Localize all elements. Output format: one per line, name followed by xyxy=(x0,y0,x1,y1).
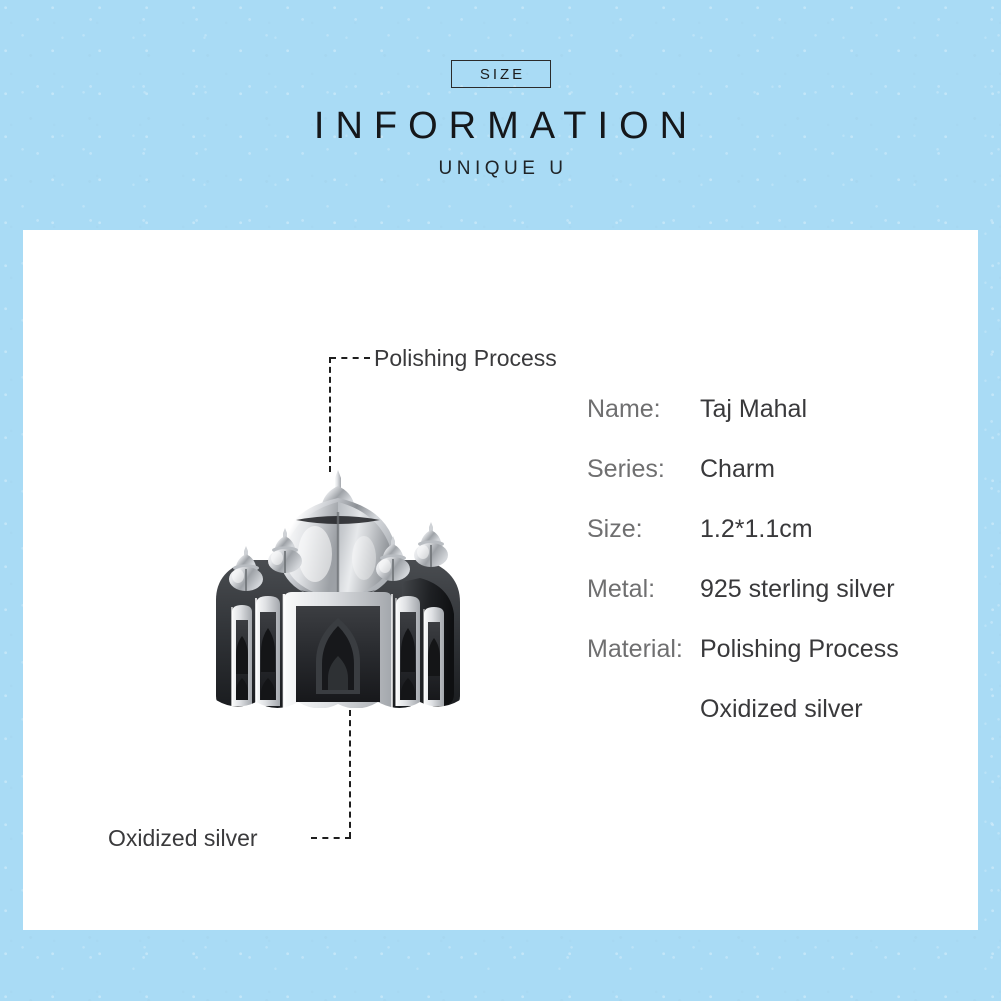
spec-value-size: 1.2*1.1cm xyxy=(700,515,813,543)
spec-row-metal: Metal: 925 sterling silver xyxy=(587,575,899,635)
spec-row-name: Name: Taj Mahal xyxy=(587,395,899,455)
spec-label-metal: Metal: xyxy=(587,575,656,603)
callout-top-leader-horizontal xyxy=(330,357,370,359)
spec-value-series: Charm xyxy=(700,455,776,483)
spec-value-name: Taj Mahal xyxy=(700,395,807,423)
spec-value-material: Polishing Process xyxy=(700,635,899,663)
page-subtitle: UNIQUE U xyxy=(438,158,568,179)
info-card: Polishing Process Oxidized silver Name: … xyxy=(23,230,978,930)
page-title: INFORMATION xyxy=(313,105,699,147)
spec-label-name: Name: xyxy=(587,395,661,423)
callout-bottom-leader-horizontal xyxy=(311,837,351,839)
charm-minaret-far-right xyxy=(414,522,448,567)
callout-polishing-process-label: Polishing Process xyxy=(374,345,557,371)
spec-row-series: Series: Charm xyxy=(587,455,899,515)
spec-row-material-continued: Oxidized silver xyxy=(587,695,899,755)
spec-value-metal: 925 sterling silver xyxy=(700,575,895,603)
spec-label-size: Size: xyxy=(587,515,643,543)
charm-facade xyxy=(231,592,444,708)
callout-bottom-leader-vertical xyxy=(349,710,351,838)
spec-row-material: Material: Polishing Process xyxy=(587,635,899,695)
size-badge: SIZE xyxy=(451,60,551,88)
charm-minaret-right xyxy=(376,536,410,581)
spec-value-material-continued: Oxidized silver xyxy=(700,695,863,723)
spec-row-size: Size: 1.2*1.1cm xyxy=(587,515,899,575)
spec-label-series: Series: xyxy=(587,455,665,483)
charm-bottom-scallop xyxy=(216,700,460,712)
charm-main-dome xyxy=(280,470,396,602)
product-image xyxy=(188,450,488,730)
size-badge-label: SIZE xyxy=(479,65,526,83)
callout-oxidized-silver-label: Oxidized silver xyxy=(108,825,258,851)
callout-top-leader-vertical xyxy=(329,357,331,472)
charm-minaret-far-left xyxy=(229,546,263,591)
spec-label-material: Material: xyxy=(587,635,683,663)
charm-minaret-left xyxy=(268,528,302,573)
spec-list: Name: Taj Mahal Series: Charm Size: 1.2*… xyxy=(587,395,899,755)
taj-mahal-charm-icon xyxy=(216,470,460,712)
